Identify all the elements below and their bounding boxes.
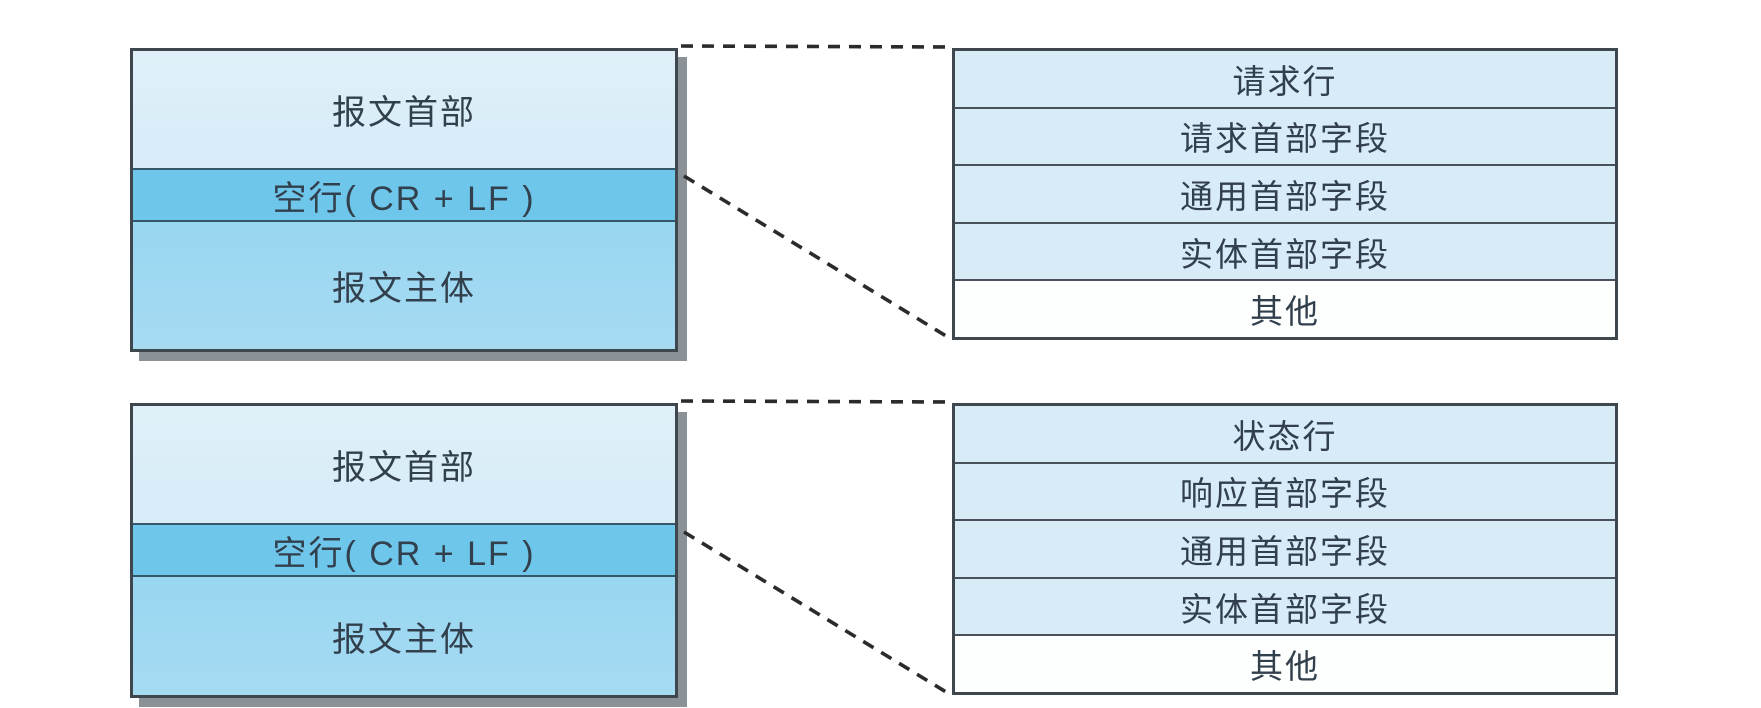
row-message-header: 报文首部 [133, 51, 675, 168]
blank-line-label: 空行( CR + LF ) [272, 179, 536, 218]
row-message-body: 报文主体 [133, 577, 675, 695]
row-general-header-fields: 通用首部字段 [955, 164, 1615, 222]
blank-line-label: 空行( CR + LF ) [272, 534, 536, 573]
response-header-fields-label: 响应首部字段 [1180, 475, 1390, 513]
request-message-box: 报文首部 空行( CR + LF ) 报文主体 [130, 48, 678, 352]
message-header-label: 报文首部 [332, 449, 476, 487]
row-general-header-fields: 通用首部字段 [955, 519, 1615, 577]
message-body-label: 报文主体 [332, 620, 476, 659]
other-label: 其他 [1250, 293, 1320, 331]
row-status-line: 状态行 [955, 406, 1615, 462]
row-request-header-fields: 请求首部字段 [955, 106, 1615, 165]
request-line-label: 请求行 [1232, 62, 1338, 100]
message-header-label: 报文首部 [332, 94, 476, 132]
entity-header-fields-label: 实体首部字段 [1180, 235, 1390, 273]
request-header-fields-label: 请求首部字段 [1180, 120, 1390, 158]
row-blank-line: 空行( CR + LF ) [133, 523, 675, 577]
row-other: 其他 [955, 279, 1615, 337]
message-body-label: 报文主体 [332, 270, 476, 308]
connector-response-diagonal-dashed-line [683, 530, 952, 697]
response-message-box: 报文首部 空行( CR + LF ) 报文主体 [130, 403, 678, 698]
connector-request-diagonal-dashed-line [683, 174, 952, 341]
row-other: 其他 [955, 634, 1615, 692]
response-header-detail-box: 状态行 响应首部字段 通用首部字段 实体首部字段 其他 [952, 403, 1618, 695]
request-header-detail-box: 请求行 请求首部字段 通用首部字段 实体首部字段 其他 [952, 48, 1618, 340]
status-line-label: 状态行 [1232, 417, 1338, 455]
entity-header-fields-label: 实体首部字段 [1180, 590, 1390, 628]
row-entity-header-fields: 实体首部字段 [955, 576, 1615, 635]
row-response-header-fields: 响应首部字段 [955, 461, 1615, 520]
row-request-line: 请求行 [955, 51, 1615, 107]
row-message-header: 报文首部 [133, 406, 675, 523]
connector-request-top-dashed-line [680, 44, 952, 49]
general-header-fields-label: 通用首部字段 [1180, 177, 1390, 215]
general-header-fields-label: 通用首部字段 [1180, 532, 1390, 570]
row-message-body: 报文主体 [133, 222, 675, 349]
other-label: 其他 [1250, 648, 1320, 686]
row-entity-header-fields: 实体首部字段 [955, 221, 1615, 280]
row-blank-line: 空行( CR + LF ) [133, 168, 675, 222]
connector-response-top-dashed-line [680, 399, 952, 404]
